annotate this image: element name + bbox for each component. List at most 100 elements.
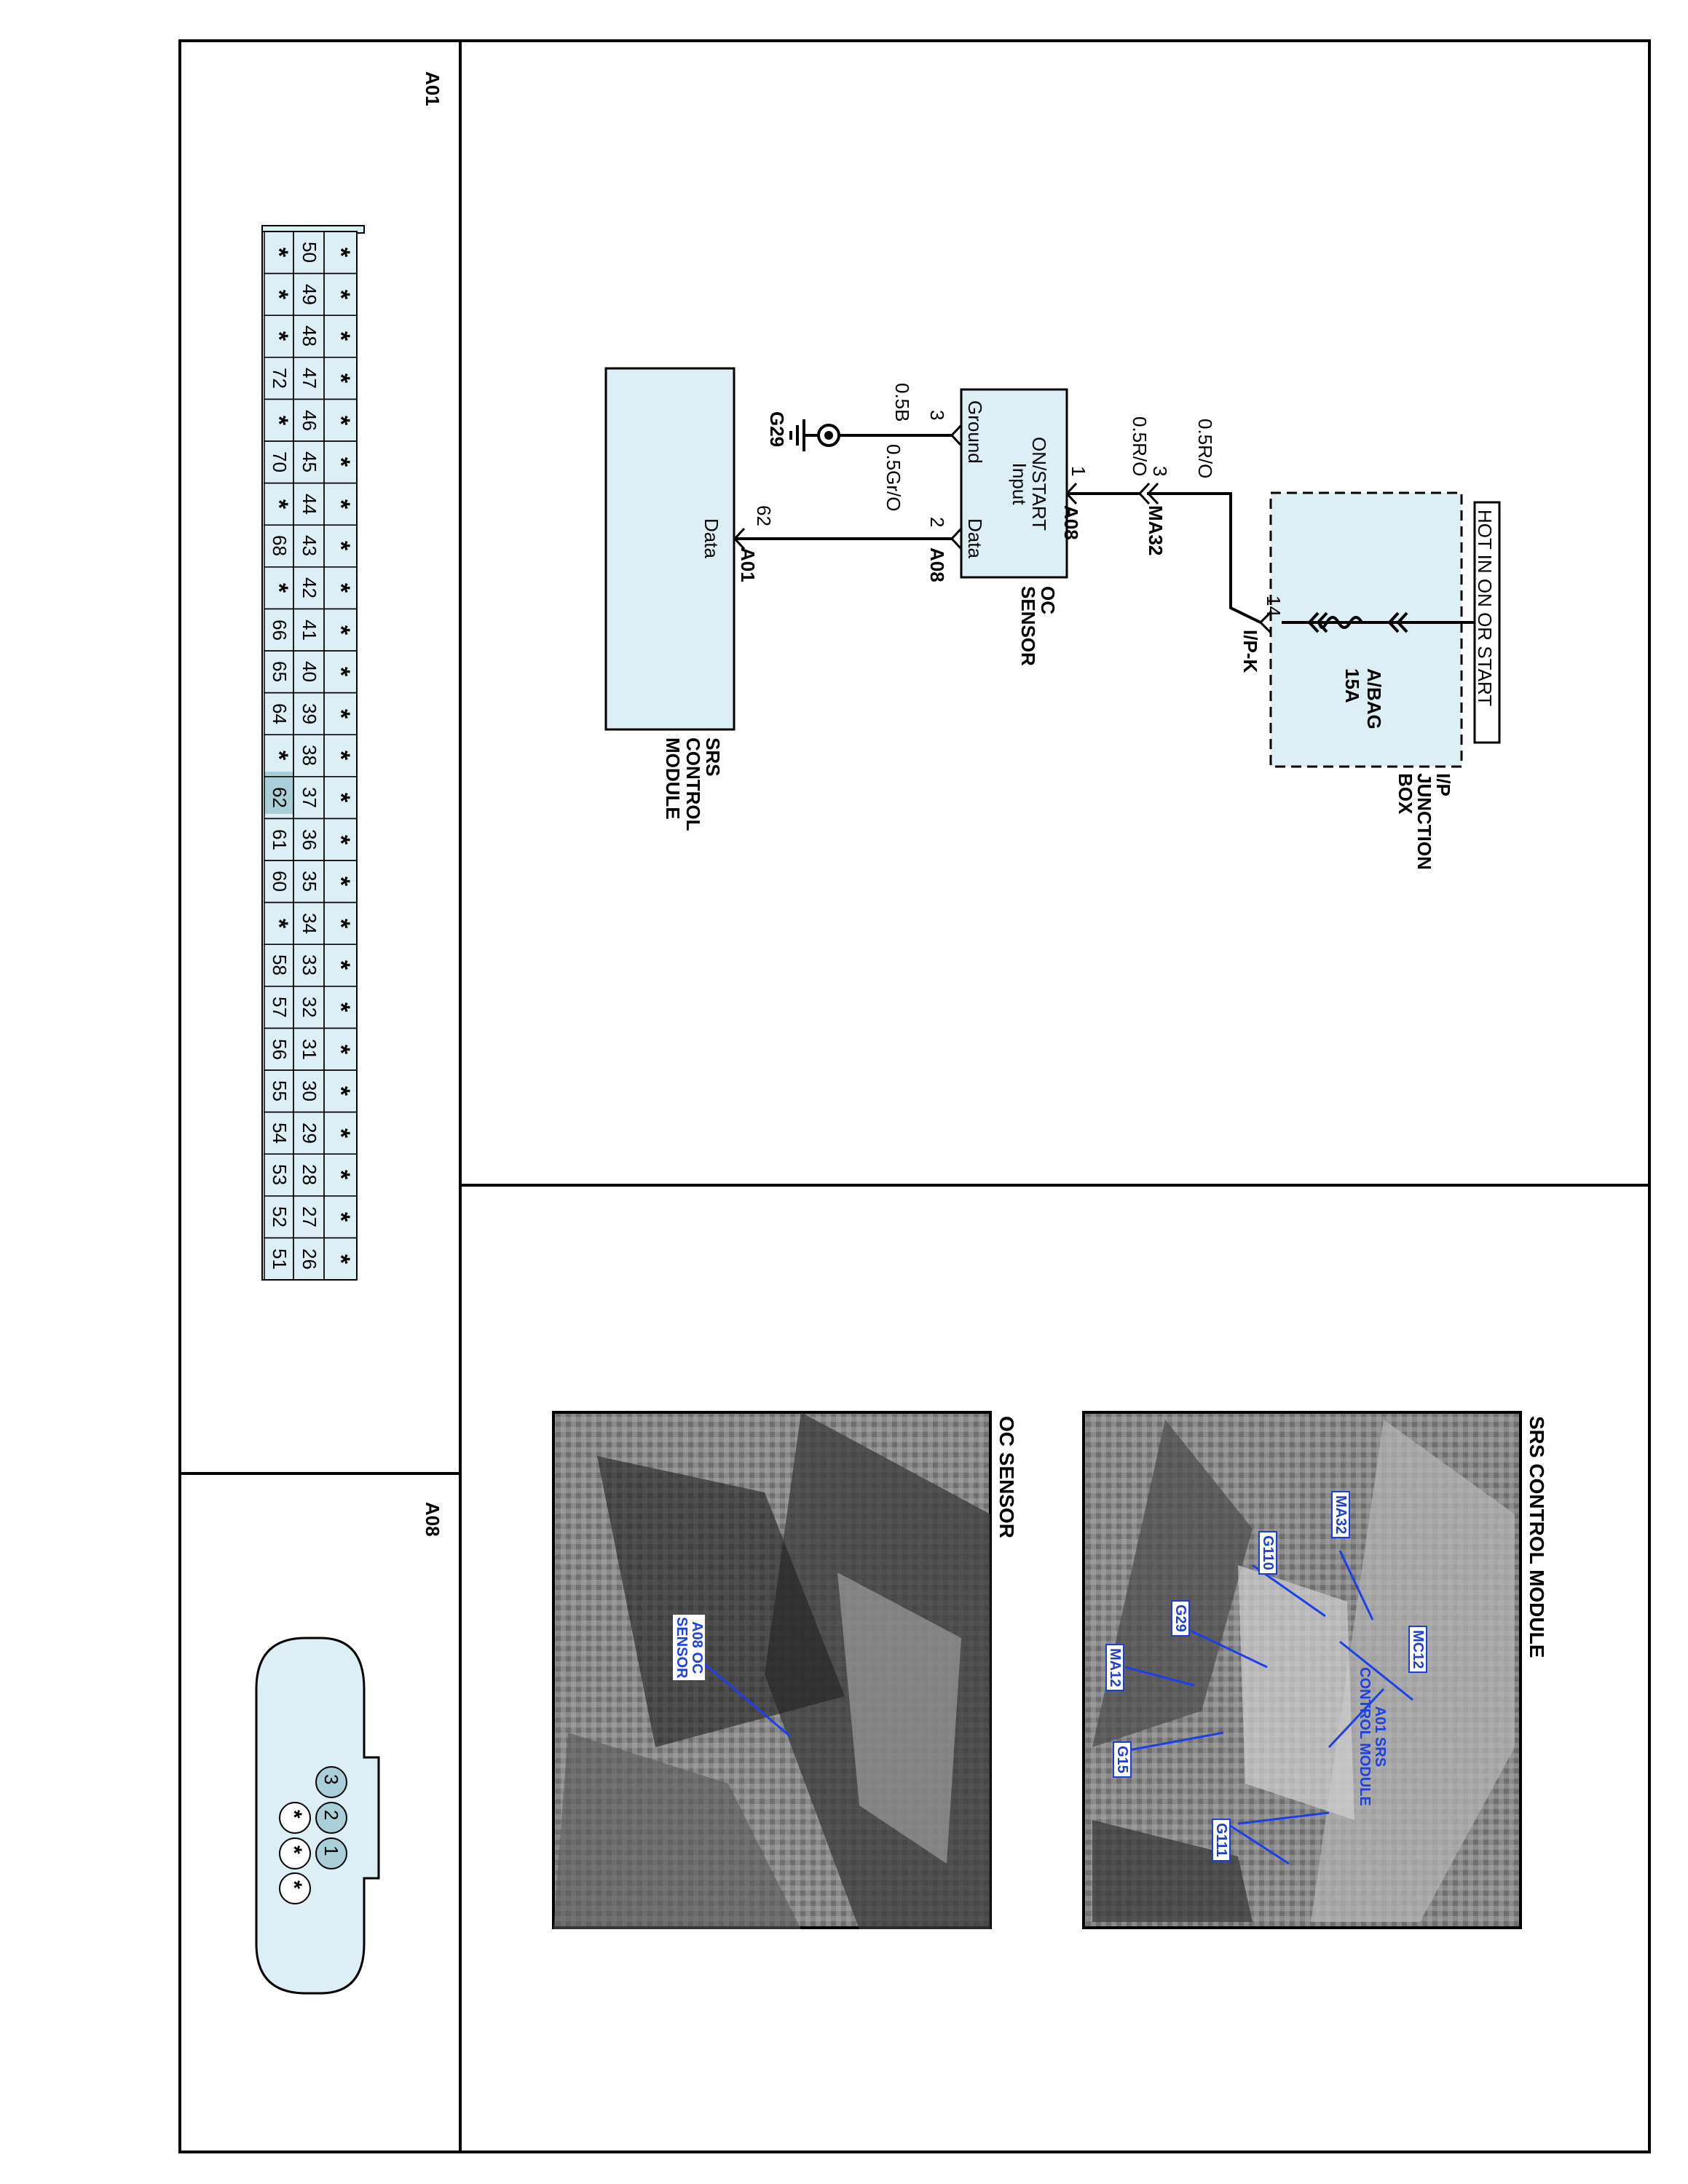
ground-name-label: G29 xyxy=(766,411,788,448)
a01-pin-41: 41 xyxy=(293,609,324,651)
oc-photo xyxy=(552,1411,992,1929)
callout-a08-oc: A08 OC SENSOR xyxy=(673,1615,705,1681)
a01-pin-label: 31 xyxy=(298,1038,320,1060)
a01-pin-label: * xyxy=(326,415,355,425)
a01-pin-unused: * xyxy=(264,567,293,609)
fuse-name: A/BAG xyxy=(1363,668,1385,729)
a08-pin-1 xyxy=(315,1837,347,1870)
a01-pin-unused: * xyxy=(324,315,357,357)
a01-pin-49: 49 xyxy=(293,274,324,316)
a01-pin-68: 68 xyxy=(264,525,293,567)
page-frame xyxy=(178,39,1651,2153)
a01-pin-label: 58 xyxy=(268,954,291,976)
a08-pin-2 xyxy=(315,1802,347,1834)
a01-pin-unused: * xyxy=(324,1238,357,1280)
a01-pin-50: 50 xyxy=(293,232,324,274)
a01-pin-30: 30 xyxy=(293,1070,324,1112)
a01-pin-unused: * xyxy=(324,609,357,651)
a01-pin-unused: * xyxy=(324,567,357,609)
a01-pin-label: 49 xyxy=(298,283,320,305)
a01-pin-45: 45 xyxy=(293,441,324,483)
a01-pin-label: * xyxy=(326,667,355,677)
a01-pin-label: * xyxy=(265,331,293,341)
a01-pin-27: 27 xyxy=(293,1196,324,1238)
a01-pin-unused: * xyxy=(324,1028,357,1070)
a01-pin-unused: * xyxy=(264,903,293,945)
a01-pin-label: 27 xyxy=(298,1206,320,1228)
a01-pin-label: 53 xyxy=(268,1164,291,1186)
a08-panel-title: A08 xyxy=(422,1502,443,1537)
a01-pin-unused: * xyxy=(324,525,357,567)
a01-pin-unused: * xyxy=(324,818,357,860)
a01-pin-label: 65 xyxy=(268,661,291,683)
a01-pin-44: 44 xyxy=(293,483,324,526)
a01-pin-label: * xyxy=(326,457,355,467)
a01-pin-label: 51 xyxy=(268,1248,291,1270)
a01-pin-label: 66 xyxy=(268,619,291,641)
a01-pin-label: * xyxy=(326,331,355,341)
callout-g15: G15 xyxy=(1113,1741,1132,1778)
a01-pin-label: 32 xyxy=(298,997,320,1018)
a01-pin-label: 28 xyxy=(298,1164,320,1186)
a01-pin-52: 52 xyxy=(264,1196,293,1238)
a01-pin-label: * xyxy=(265,289,293,300)
srs-data-label: Data xyxy=(701,518,722,558)
a01-pin-label: 54 xyxy=(268,1122,291,1144)
a01-pin-label: * xyxy=(326,1002,355,1013)
wire-data-label: 0.5Gr/O xyxy=(883,444,904,512)
a01-pin-65: 65 xyxy=(264,651,293,693)
wire-supply xyxy=(1147,492,1261,624)
a08-pin-3 xyxy=(315,1766,347,1798)
a08-pin-4 xyxy=(279,1872,311,1904)
a01-pin-label: 29 xyxy=(298,1122,320,1144)
a01-pin-label: 39 xyxy=(298,703,320,724)
a01-pin-unused: * xyxy=(264,274,293,316)
wire-supply-label-1: 0.5R/O xyxy=(1194,419,1216,479)
a01-pin-label: * xyxy=(326,582,355,593)
a01-pin-label: * xyxy=(326,834,355,844)
callout-ma12: MA12 xyxy=(1105,1644,1124,1692)
a01-pin-label: 36 xyxy=(298,828,320,850)
connector-a01-label: A01 xyxy=(737,547,759,582)
connector-ma32-label: MA32 xyxy=(1145,505,1167,556)
a01-pin-label: * xyxy=(326,1211,355,1222)
a01-pin-label: 44 xyxy=(298,493,320,515)
callout-ma32: MA32 xyxy=(1331,1491,1350,1539)
a01-pin-label: 35 xyxy=(298,871,320,893)
a01-pin-label: * xyxy=(326,751,355,761)
a01-pin-label: * xyxy=(326,541,355,551)
a01-pin-60: 60 xyxy=(264,860,293,903)
fuse-rating: 15A xyxy=(1341,668,1363,703)
a08-pin-3-label: 3 xyxy=(320,1774,342,1785)
oc-photo-arrow xyxy=(695,1655,791,1738)
oc-data-label: Data xyxy=(964,518,986,558)
a01-pin-label: 41 xyxy=(298,619,320,641)
a01-connector xyxy=(261,225,365,1281)
a01-pin-label: 42 xyxy=(298,577,320,599)
a01-pin-unused: * xyxy=(324,986,357,1029)
a01-pin-unused: * xyxy=(324,399,357,441)
a01-pin-unused: * xyxy=(264,483,293,526)
a01-pin-label: 62 xyxy=(268,787,291,809)
a01-pin-label: 48 xyxy=(298,325,320,347)
a01-pin-62-highlight xyxy=(264,772,293,814)
a01-pin-55: 55 xyxy=(264,1070,293,1112)
a01-pin-28: 28 xyxy=(293,1154,324,1196)
srs-module-name: SRS CONTROL MODULE xyxy=(662,737,724,831)
a01-pin-label: 34 xyxy=(298,912,320,934)
a01-pin-unused: * xyxy=(264,315,293,357)
a01-pin-label: * xyxy=(326,960,355,970)
connector-a08-bottom-label: A08 xyxy=(926,547,948,582)
a01-pin-label: * xyxy=(326,1086,355,1096)
a01-pin-34: 34 xyxy=(293,903,324,945)
wire-ground-label: 0.5B xyxy=(891,383,913,422)
a08-pin-6-label: * xyxy=(282,1810,306,1819)
a01-pin-unused: * xyxy=(324,903,357,945)
pin-1-label: 1 xyxy=(1068,466,1089,477)
a01-pin-label: 60 xyxy=(268,871,291,893)
a08-connector xyxy=(255,1637,380,1995)
connector-a08-top-label: A08 xyxy=(1060,505,1082,540)
a01-pin-36: 36 xyxy=(293,818,324,860)
a01-pin-label: 57 xyxy=(268,997,291,1018)
